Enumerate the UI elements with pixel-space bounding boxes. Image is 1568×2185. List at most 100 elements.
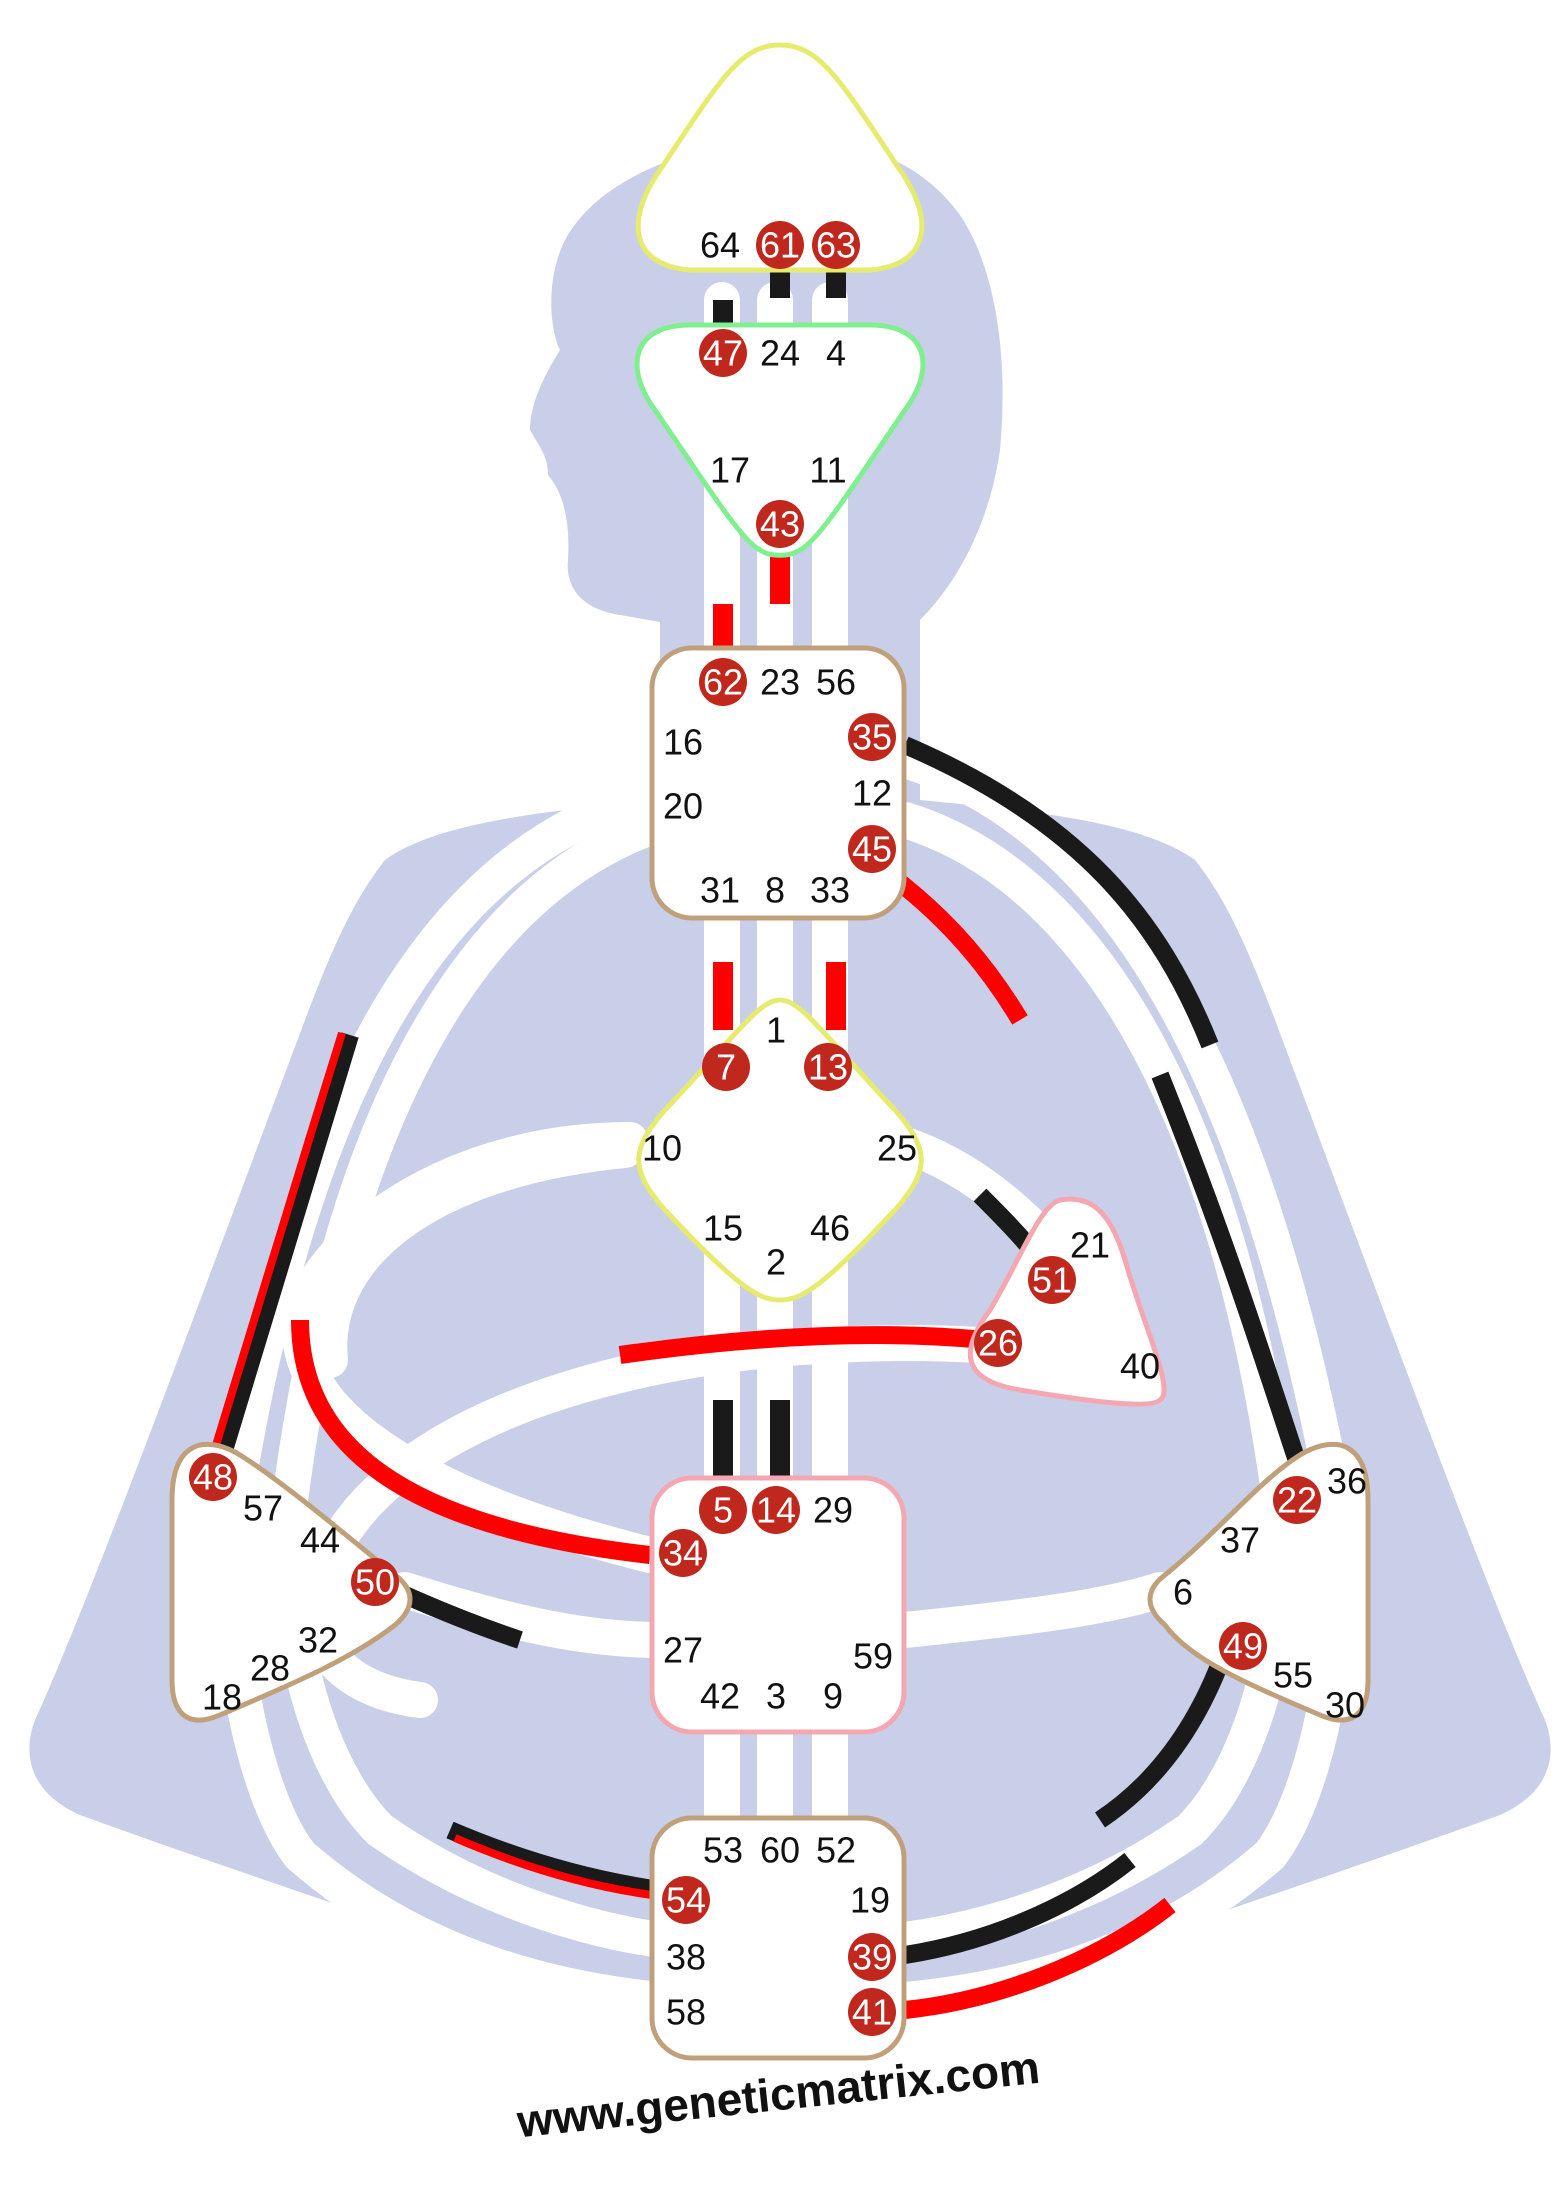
gate-7-circle (702, 1043, 750, 1091)
gate-45: 45 (852, 829, 892, 870)
gate-61: 61 (760, 225, 800, 266)
gate-6: 6 (1173, 1572, 1193, 1613)
activation-26-channel (618, 1326, 986, 1364)
activation-45-channel (884, 867, 1028, 1025)
gate-7: 7 (716, 1047, 736, 1088)
gate-26-circle (974, 1319, 1022, 1367)
gate-11: 11 (809, 450, 846, 491)
gate-48-circle (189, 1453, 237, 1501)
gate-38: 38 (666, 1937, 706, 1978)
gate-34-circle (659, 1529, 707, 1577)
gate-51-circle (1028, 1256, 1076, 1304)
gate-18: 18 (202, 1677, 242, 1718)
gate-42: 42 (700, 1676, 740, 1717)
activation-41-channel (904, 1897, 1176, 2019)
gate-26: 26 (978, 1323, 1018, 1364)
activation-54-channel-design (453, 1834, 661, 1900)
gate-31: 31 (700, 870, 740, 911)
gate-40: 40 (1120, 1346, 1160, 1387)
gate-1: 1 (766, 1010, 786, 1051)
gate-29: 29 (813, 1490, 853, 1531)
gate-27: 27 (663, 1630, 703, 1671)
center-spleen (169, 1441, 413, 1723)
gate-54-circle (662, 1876, 710, 1924)
gate-48: 48 (193, 1457, 233, 1498)
track-sacral-to-solar (887, 1572, 1178, 1648)
gate-50-circle (351, 1558, 399, 1606)
activation-49-channel (1094, 1646, 1234, 1828)
gate-61-circle (756, 221, 804, 269)
gate-2: 2 (766, 1242, 786, 1283)
gate-62: 62 (703, 662, 743, 703)
gate-35-circle (848, 713, 896, 761)
gate-62-circle (699, 658, 747, 706)
gate-41: 41 (852, 1992, 892, 2033)
activation-39-channel (903, 1852, 1136, 1964)
gate-57: 57 (243, 1488, 283, 1529)
gate-10: 10 (642, 1128, 682, 1169)
activation-48-channel-personality (206, 1032, 359, 1483)
gate-22: 22 (1277, 1480, 1317, 1521)
gate-39: 39 (852, 1937, 892, 1978)
gate-3: 3 (766, 1676, 786, 1717)
activation-50-channel (401, 1586, 523, 1649)
gate-9: 9 (823, 1676, 843, 1717)
gate-32: 32 (298, 1620, 338, 1661)
center-ajna (634, 322, 926, 558)
track-g-to-spleen (311, 1132, 643, 1378)
gate-24: 24 (760, 333, 800, 374)
center-root (649, 1815, 907, 2061)
centers (169, 42, 1371, 2061)
gate-19: 19 (850, 1880, 890, 1921)
gate-17: 17 (710, 450, 750, 491)
gate-16: 16 (663, 722, 703, 763)
gate-15: 15 (703, 1208, 743, 1249)
gate-35: 35 (852, 717, 892, 758)
gate-60: 60 (760, 1830, 800, 1871)
gate-47-circle (699, 329, 747, 377)
gate-49: 49 (1223, 1626, 1263, 1667)
activation-35-channel (901, 736, 1219, 1049)
gate-4: 4 (826, 333, 846, 374)
gate-21: 21 (1070, 1225, 1110, 1266)
gates-layer: 64 61 63 47 24 4 17 11 43 62 23 56 16 35… (189, 221, 1367, 2036)
gate-51: 51 (1032, 1260, 1072, 1301)
gate-5-circle (699, 1486, 747, 1534)
gate-33: 33 (810, 870, 850, 911)
gate-22-circle (1273, 1476, 1321, 1524)
gate-41-circle (848, 1988, 896, 2036)
gate-46: 46 (810, 1208, 850, 1249)
activation-22-channel (1151, 1071, 1309, 1473)
gate-52: 52 (816, 1830, 856, 1871)
gate-54: 54 (666, 1880, 706, 1921)
gate-50: 50 (355, 1562, 395, 1603)
gate-43: 43 (760, 504, 800, 545)
gate-12: 12 (852, 773, 892, 814)
gate-59: 59 (853, 1636, 893, 1677)
gate-13-circle (804, 1043, 852, 1091)
gate-14-circle (752, 1486, 800, 1534)
gate-30: 30 (1325, 1685, 1365, 1726)
gate-28: 28 (250, 1648, 290, 1689)
activation-48-channel-design (202, 1031, 346, 1480)
gate-39-circle (848, 1933, 896, 1981)
activation-34-channel (291, 1319, 652, 1564)
gate-20: 20 (663, 786, 703, 827)
gate-64: 64 (700, 225, 740, 266)
gate-13: 13 (808, 1047, 848, 1088)
center-throat (649, 645, 907, 921)
gate-55: 55 (1273, 1655, 1313, 1696)
gate-63: 63 (816, 225, 856, 266)
gate-23: 23 (760, 662, 800, 703)
gate-56: 56 (816, 662, 856, 703)
gate-25: 25 (877, 1128, 917, 1169)
gate-8: 8 (765, 870, 785, 911)
gate-36: 36 (1327, 1461, 1367, 1502)
gate-63-circle (812, 221, 860, 269)
activation-bars (202, 272, 1309, 2019)
gate-53: 53 (703, 1830, 743, 1871)
gate-44: 44 (300, 1520, 340, 1561)
gate-34: 34 (663, 1533, 703, 1574)
gate-43-circle (756, 500, 804, 548)
